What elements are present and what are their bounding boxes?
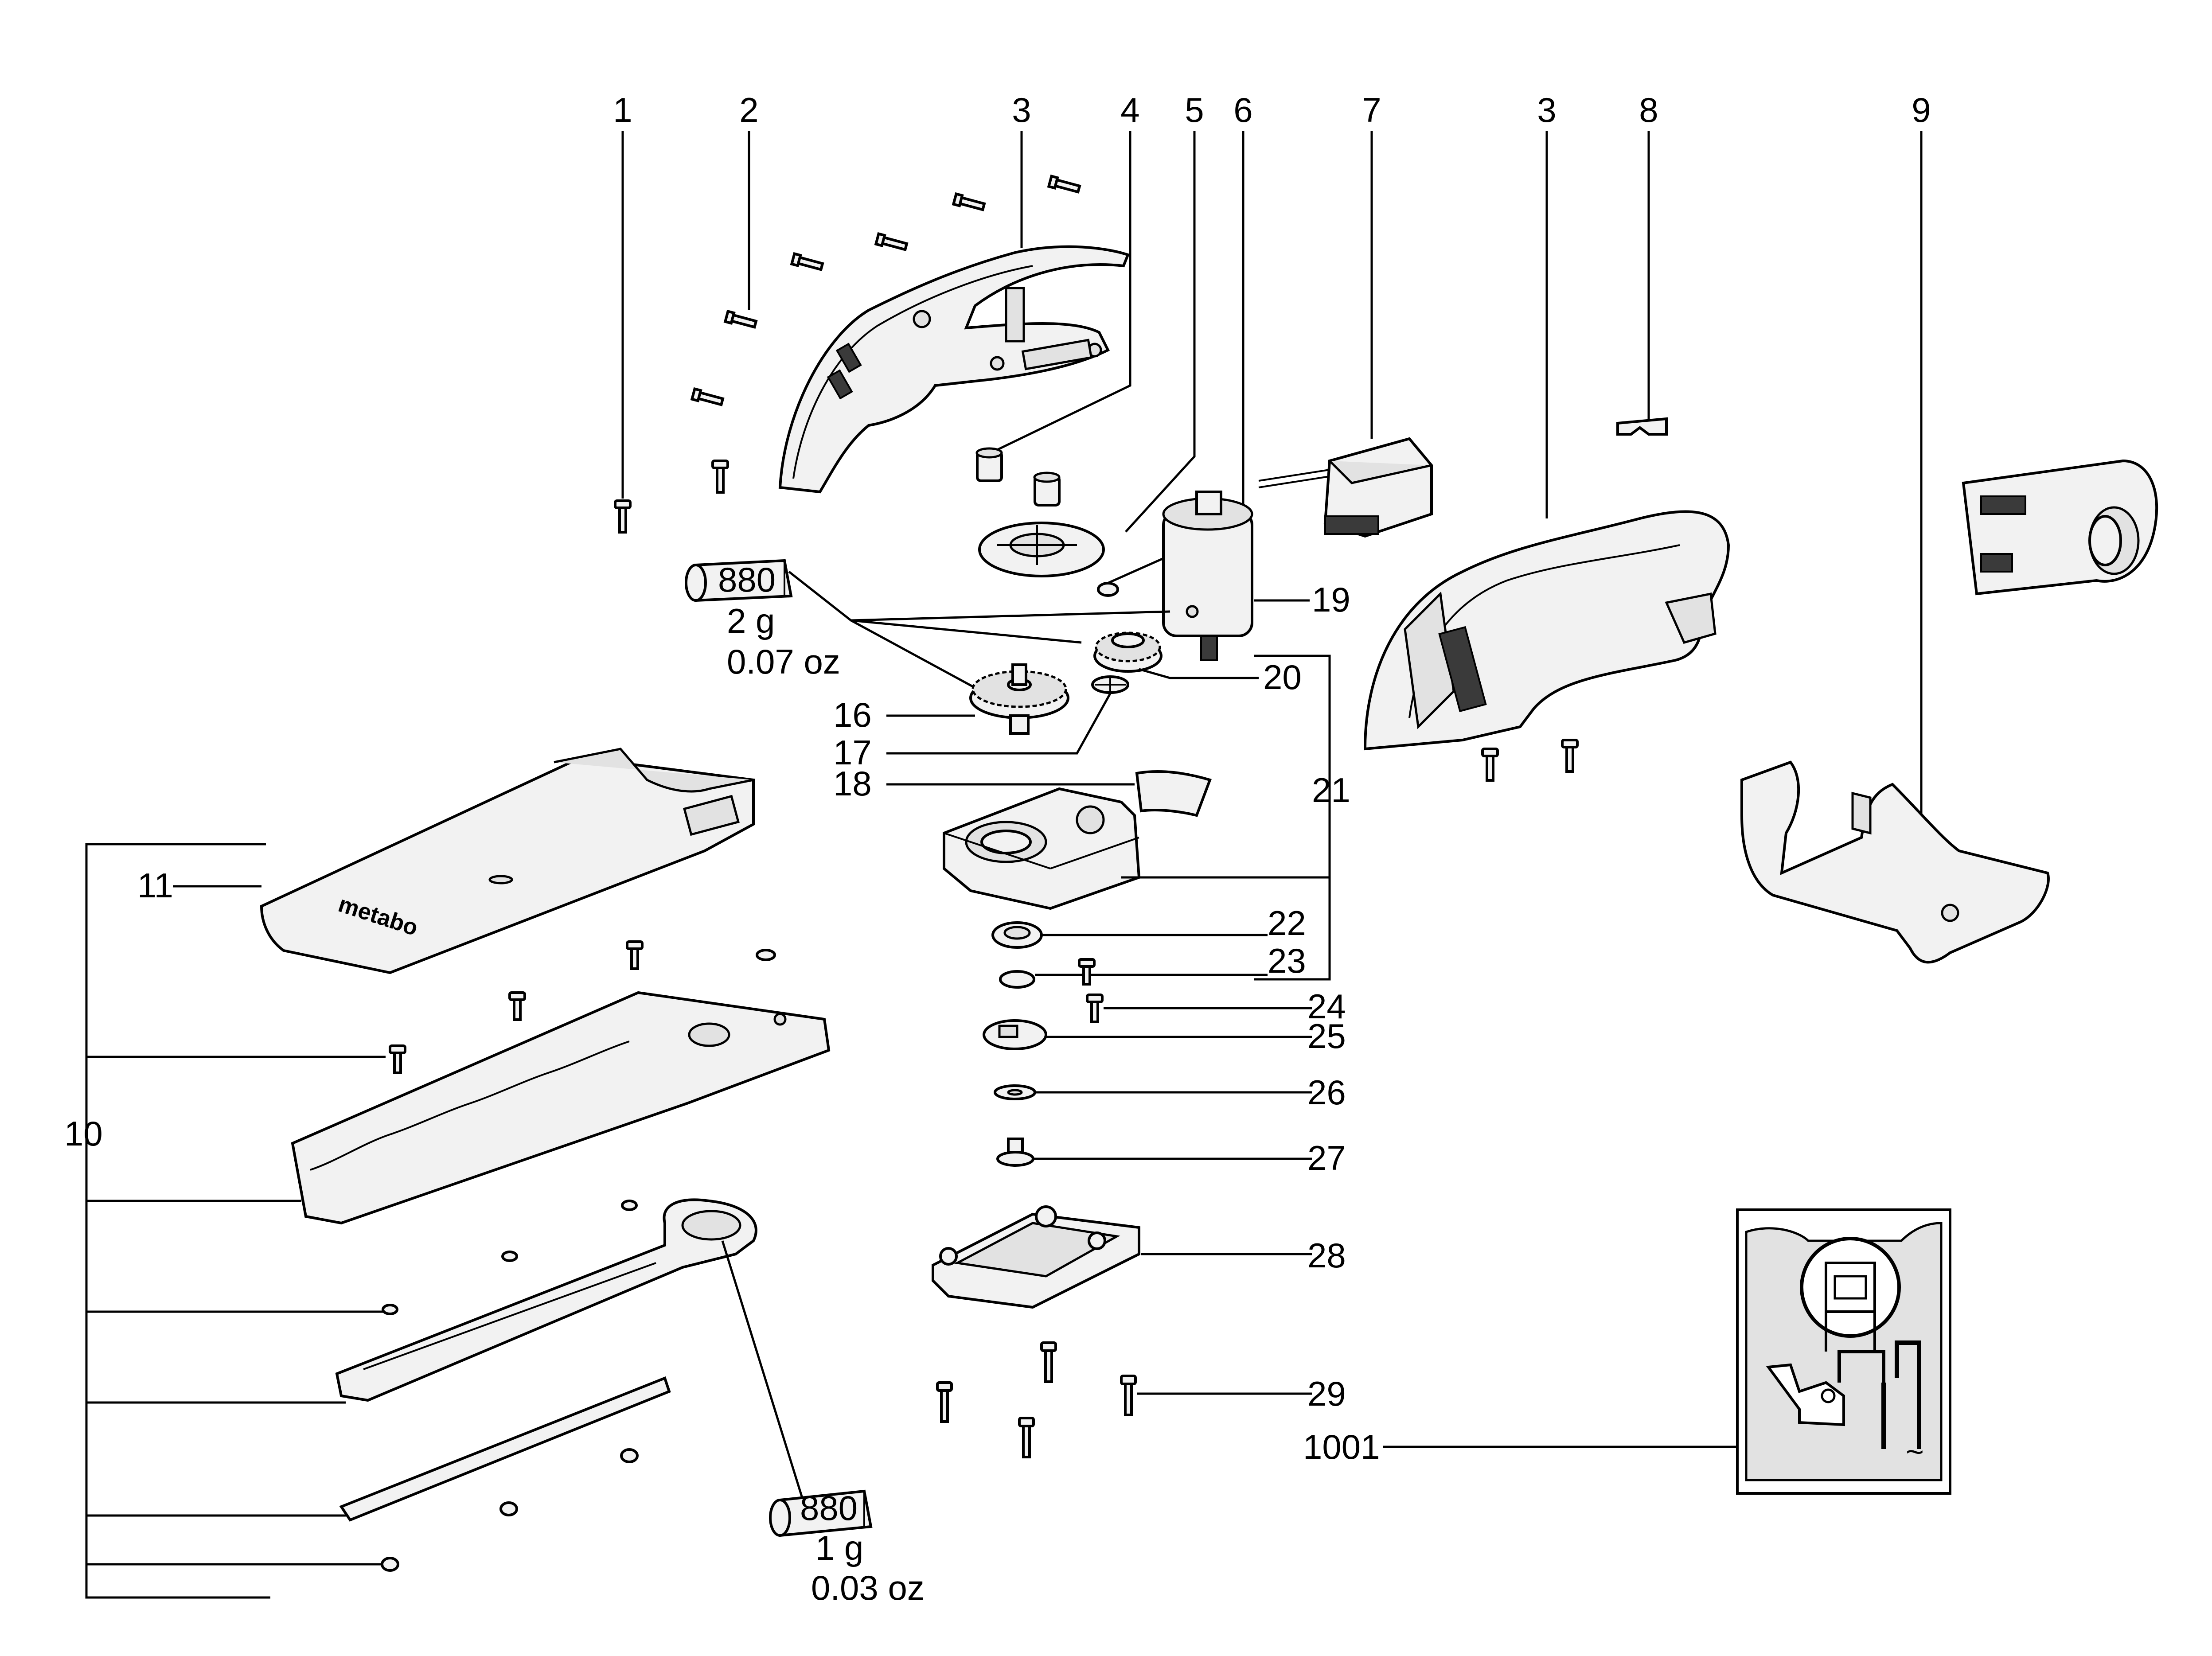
grease-tube-bottom bbox=[769, 1489, 873, 1537]
grease-top-amount: 2 g bbox=[727, 601, 775, 640]
upper-blade bbox=[291, 991, 831, 1225]
grease-tube-top bbox=[685, 559, 793, 602]
bushing-part-4 bbox=[975, 447, 1061, 507]
label-21: 21 bbox=[1312, 771, 1350, 810]
bolt-part-27 bbox=[996, 1138, 1034, 1167]
blade-strip bbox=[339, 1376, 671, 1522]
leader-17 bbox=[886, 693, 1112, 755]
blade-fasteners bbox=[381, 940, 776, 1572]
label-7: 7 bbox=[1362, 90, 1381, 129]
switch-part-7 bbox=[1258, 437, 1433, 538]
leader-5 bbox=[1125, 131, 1196, 533]
wiring-diagram-inset: ~ bbox=[1736, 1208, 1951, 1495]
leader-grease-20 bbox=[850, 619, 1082, 644]
lower-housing-part-9 bbox=[1740, 760, 2050, 964]
label-29: 29 bbox=[1307, 1374, 1346, 1413]
bracket-10 bbox=[85, 843, 270, 1599]
lower-blade bbox=[335, 1198, 757, 1402]
label-2: 2 bbox=[739, 90, 758, 129]
bracket-21 bbox=[1254, 655, 1331, 981]
label-8: 8 bbox=[1639, 90, 1658, 129]
ac-symbol: ~ bbox=[1906, 1434, 1924, 1469]
gear-cover-part-5 bbox=[978, 522, 1105, 577]
label-9: 9 bbox=[1912, 90, 1931, 129]
bearing-part-22 bbox=[991, 921, 1043, 949]
blade-guard-part-11: metabo bbox=[260, 748, 755, 974]
gear-part-16 bbox=[969, 663, 1069, 735]
screw-part-1 bbox=[614, 499, 632, 534]
label-28: 28 bbox=[1307, 1236, 1346, 1275]
clip-part-8 bbox=[1616, 417, 1668, 436]
screws-part-2 bbox=[690, 174, 1081, 406]
screw-part-24 bbox=[1086, 994, 1104, 1023]
upper-housing-shell bbox=[778, 245, 1130, 494]
gear-part-20 bbox=[1093, 631, 1163, 673]
label-22: 22 bbox=[1268, 904, 1306, 943]
label-20: 20 bbox=[1263, 658, 1302, 697]
sticker-part-18 bbox=[1135, 770, 1212, 817]
label-26: 26 bbox=[1307, 1073, 1346, 1112]
label-23: 23 bbox=[1268, 941, 1306, 980]
leader-4 bbox=[996, 131, 1131, 451]
cover-plate-part-28 bbox=[932, 1205, 1140, 1309]
gear-housing bbox=[943, 787, 1141, 910]
label-3-handle: 3 bbox=[1537, 90, 1556, 129]
label-16: 16 bbox=[833, 695, 872, 734]
label-24: 24 bbox=[1307, 987, 1346, 1026]
motor-part-19 bbox=[1162, 491, 1253, 661]
label-10: 10 bbox=[64, 1114, 103, 1153]
washer-part-6 bbox=[1097, 582, 1119, 597]
grease-bottom-code: 880 bbox=[800, 1488, 858, 1527]
label-25: 25 bbox=[1307, 1017, 1346, 1056]
label-5: 5 bbox=[1185, 90, 1204, 129]
screws-part-29 bbox=[936, 1341, 1137, 1458]
eccentric-part-25 bbox=[983, 1019, 1047, 1050]
leader-20 bbox=[1139, 668, 1259, 679]
screws-handle bbox=[1481, 739, 1579, 782]
leader-grease-bottom bbox=[721, 1240, 804, 1498]
handle-housing-part-3 bbox=[1363, 510, 1730, 751]
label-4: 4 bbox=[1120, 90, 1139, 129]
screw-housing-lower bbox=[711, 460, 729, 494]
label-17: 17 bbox=[833, 733, 872, 772]
grease-bottom-amount: 1 g bbox=[815, 1528, 863, 1567]
label-6: 6 bbox=[1233, 90, 1252, 129]
label-11: 11 bbox=[137, 866, 173, 905]
circlip-part-23 bbox=[999, 970, 1035, 989]
label-1001: 1001 bbox=[1303, 1427, 1380, 1466]
small-screw-23 bbox=[1078, 958, 1096, 986]
grease-bottom-amount-oz: 0.03 oz bbox=[811, 1568, 925, 1607]
battery-pack bbox=[1962, 459, 2158, 596]
gear-part-17 bbox=[1091, 675, 1129, 694]
label-1: 1 bbox=[613, 90, 632, 129]
leader-grease-motor bbox=[850, 610, 1170, 622]
label-27: 27 bbox=[1307, 1138, 1346, 1177]
label-18: 18 bbox=[833, 764, 872, 803]
label-19: 19 bbox=[1312, 580, 1350, 619]
washer-part-26 bbox=[994, 1084, 1036, 1100]
grease-top-amount-oz: 0.07 oz bbox=[727, 642, 840, 681]
grease-top-code: 880 bbox=[718, 560, 776, 599]
label-3-upper-housing: 3 bbox=[1012, 90, 1031, 129]
